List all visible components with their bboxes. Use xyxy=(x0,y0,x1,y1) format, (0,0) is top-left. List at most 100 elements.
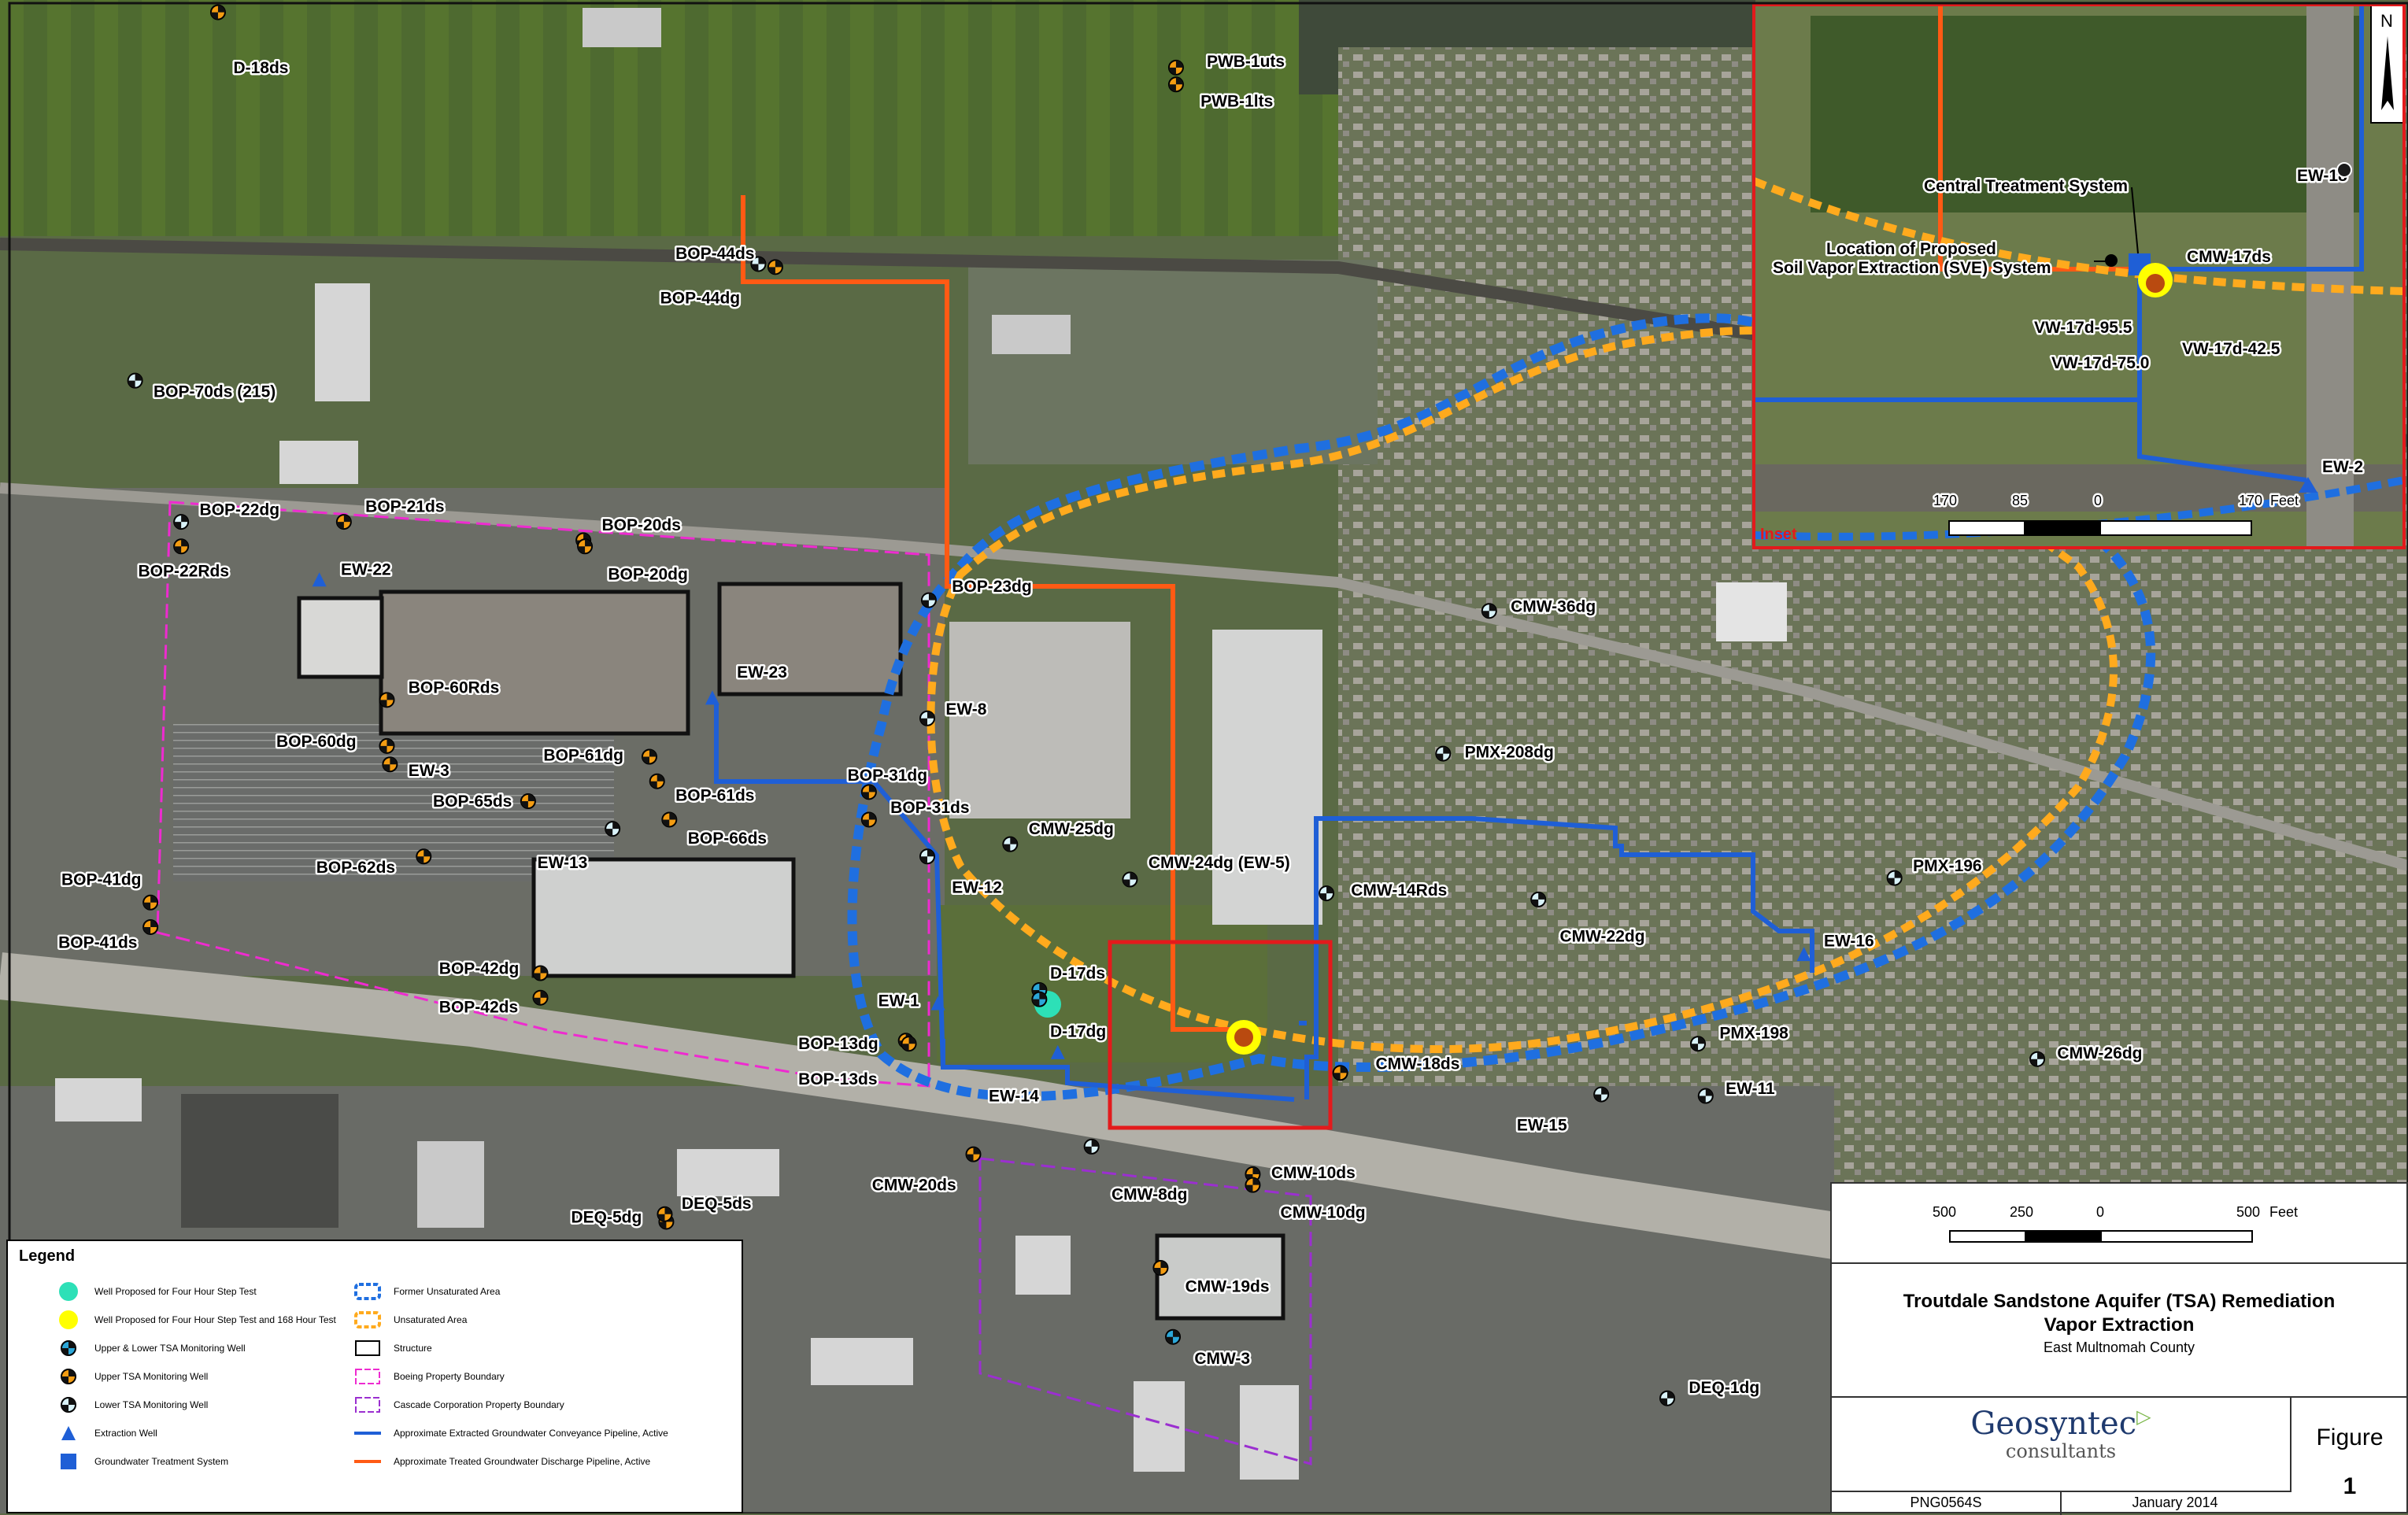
well-quadrant-icon xyxy=(210,5,225,20)
well-bop-31ds[interactable]: BOP-31ds xyxy=(860,796,971,828)
well-ew-13[interactable]: EW-13 xyxy=(535,821,621,874)
well-bop-41dg[interactable]: BOP-41dg xyxy=(60,869,159,911)
well-ew-16[interactable]: EW-16 xyxy=(1796,930,1876,962)
well-d-18ds[interactable]: D-18ds xyxy=(209,4,290,79)
well-label: D-17dg xyxy=(1050,1023,1106,1041)
south-lots xyxy=(181,1094,338,1228)
main-scale-seg-1 xyxy=(1949,1230,2026,1243)
well-ew-23[interactable]: EW-23 xyxy=(705,662,789,705)
well-pwb-1uts[interactable]: PWB-1uts xyxy=(1167,51,1287,76)
legend-item: Unsaturated Area xyxy=(354,1309,467,1331)
well-cmw-3[interactable]: CMW-3 xyxy=(1165,1328,1252,1370)
well-ew-1[interactable]: EW-1 xyxy=(876,990,945,1012)
well-cmw-18ds[interactable]: CMW-18ds xyxy=(1332,1053,1462,1081)
legend-item: Well Proposed for Four Hour Step Test an… xyxy=(55,1309,336,1331)
well-ew-8[interactable]: EW-8 xyxy=(919,699,989,726)
legend-item: Boeing Property Boundary xyxy=(354,1365,505,1388)
well-cmw-10dg[interactable]: CMW-10dg xyxy=(1245,1177,1367,1224)
legend-item: Well Proposed for Four Hour Step Test xyxy=(55,1280,257,1303)
well-bop-23dg[interactable]: BOP-23dg xyxy=(920,576,1034,608)
well-cmw-22dg[interactable]: CMW-22dg xyxy=(1530,891,1647,948)
figure-number-box: Figure 1 xyxy=(2290,1396,2408,1515)
well-label: CMW-18ds xyxy=(1375,1055,1459,1073)
inset-scale-seg-1 xyxy=(1948,520,2025,536)
well-bop-20dg[interactable]: BOP-20dg xyxy=(577,538,690,586)
well-ew-22[interactable]: EW-22 xyxy=(312,559,393,587)
legend-item-label: Upper & Lower TSA Monitoring Well xyxy=(94,1343,246,1354)
box-black-icon xyxy=(354,1337,381,1359)
well-bop-22rds[interactable]: BOP-22Rds xyxy=(136,538,231,582)
inset-vw75-label: VW-17d-75.0 xyxy=(2051,354,2149,372)
interstate-84 xyxy=(0,952,1838,1259)
well-bop-13ds[interactable]: BOP-13ds xyxy=(797,1036,917,1091)
well-quadrant-icon xyxy=(861,812,876,827)
well-bop-22dg[interactable]: BOP-22dg xyxy=(173,499,282,530)
well-label: EW-14 xyxy=(989,1088,1039,1106)
well-bop-44ds[interactable]: BOP-44ds xyxy=(674,242,767,272)
inset-scale-tick-4: 170 xyxy=(2239,493,2262,508)
well-bop-61ds[interactable]: BOP-61ds xyxy=(649,773,756,807)
well-cmw-26dg[interactable]: CMW-26dg xyxy=(2029,1042,2144,1067)
logo-arrow-icon: ▷ xyxy=(2136,1406,2151,1428)
well-bop-65ds[interactable]: BOP-65ds xyxy=(431,791,536,813)
well-quadrant-icon xyxy=(1594,1087,1609,1102)
well-quadrant-icon xyxy=(649,774,664,789)
box-purple-icon xyxy=(354,1394,381,1416)
well-bop-13dg[interactable]: BOP-13dg xyxy=(797,1033,914,1055)
well-cmw-10ds[interactable]: CMW-10ds xyxy=(1245,1162,1357,1184)
well-cmw-24dg-ew-5-[interactable]: CMW-24dg (EW-5) xyxy=(1122,852,1292,888)
well-bop-62ds[interactable]: BOP-62ds xyxy=(314,848,432,878)
well-bop-21ds[interactable]: BOP-21ds xyxy=(335,496,446,530)
triangle-icon xyxy=(55,1422,82,1444)
legend-item: Groundwater Treatment System xyxy=(55,1450,228,1473)
well-bop-44dg[interactable]: BOP-44dg xyxy=(658,259,783,309)
well-d-17dg[interactable]: D-17dg xyxy=(1031,991,1108,1043)
structure-ne xyxy=(583,8,661,47)
well-ew-12[interactable]: EW-12 xyxy=(919,848,1004,899)
well-label: DEQ-1dg xyxy=(1689,1379,1759,1397)
conveyance-pipe-a xyxy=(714,703,1295,1102)
well-bop-20ds[interactable]: BOP-20ds xyxy=(575,515,682,549)
well-cmw-20ds[interactable]: CMW-20ds xyxy=(870,1146,982,1196)
well-bop-42ds[interactable]: BOP-42ds xyxy=(437,989,549,1018)
main-scale-units: Feet xyxy=(2269,1204,2298,1220)
well-cmw-14rds[interactable]: CMW-14Rds xyxy=(1319,880,1449,902)
well-bop-66ds[interactable]: BOP-66ds xyxy=(661,811,769,849)
well-bop-42dg[interactable]: BOP-42dg xyxy=(437,958,549,981)
well-cmw-19ds[interactable]: CMW-19ds xyxy=(1152,1259,1271,1298)
legend-item-label: Upper TSA Monitoring Well xyxy=(94,1371,209,1382)
well-pwb-1lts[interactable]: PWB-1lts xyxy=(1167,76,1275,113)
well-ew-3[interactable]: EW-3 xyxy=(382,756,451,782)
well-deq-5dg[interactable]: DEQ-5dg xyxy=(569,1206,675,1230)
title-block: 500 250 0 500 Feet Troutdale Sandstone A… xyxy=(1830,1182,2408,1515)
legend-item-label: Boeing Property Boundary xyxy=(394,1371,505,1382)
company-logo: Geosyntec▷ consultants xyxy=(1832,1396,2291,1492)
well-cmw-36dg[interactable]: CMW-36dg xyxy=(1481,596,1598,619)
well-bop-41ds[interactable]: BOP-41ds xyxy=(57,918,159,954)
well-d-17ds[interactable]: D-17ds xyxy=(1031,963,1108,998)
well-ew-11[interactable]: EW-11 xyxy=(1697,1077,1777,1104)
well-pmx-196[interactable]: PMX-196 xyxy=(1886,855,1984,886)
structure-ew13 xyxy=(531,857,796,978)
well-cmw-25dg[interactable]: CMW-25dg xyxy=(1002,818,1115,852)
well-ew-15[interactable]: EW-15 xyxy=(1515,1086,1610,1136)
box-magenta-icon xyxy=(354,1365,381,1388)
well-pmx-208dg[interactable]: PMX-208dg xyxy=(1435,741,1555,763)
logo-subtitle: consultants xyxy=(2005,1440,2117,1462)
well-deq-1dg[interactable]: DEQ-1dg xyxy=(1659,1377,1762,1406)
well-cmw-8dg[interactable]: CMW-8dg xyxy=(1083,1138,1189,1206)
well-quadrant-icon xyxy=(966,1147,981,1162)
well-pmx-198[interactable]: PMX-198 xyxy=(1690,1022,1791,1052)
well-ew-14[interactable]: EW-14 xyxy=(986,1044,1065,1107)
well-bop-31dg[interactable]: BOP-31dg xyxy=(845,764,930,800)
well-bop-60dg[interactable]: BOP-60dg xyxy=(275,730,395,754)
legend-item: Cascade Corporation Property Boundary xyxy=(354,1394,564,1416)
square-icon xyxy=(55,1450,82,1473)
well-bop-70ds-215-[interactable]: BOP-70ds (215) xyxy=(127,372,278,403)
well-bop-60rds[interactable]: BOP-60Rds xyxy=(379,677,501,708)
well-bop-61dg[interactable]: BOP-61dg xyxy=(542,745,657,767)
well-label: BOP-21ds xyxy=(365,498,444,516)
north-arrow-box xyxy=(2370,4,2405,124)
well-deq-5ds[interactable]: DEQ-5ds xyxy=(657,1193,753,1222)
well-label: CMW-25dg xyxy=(1029,820,1114,838)
